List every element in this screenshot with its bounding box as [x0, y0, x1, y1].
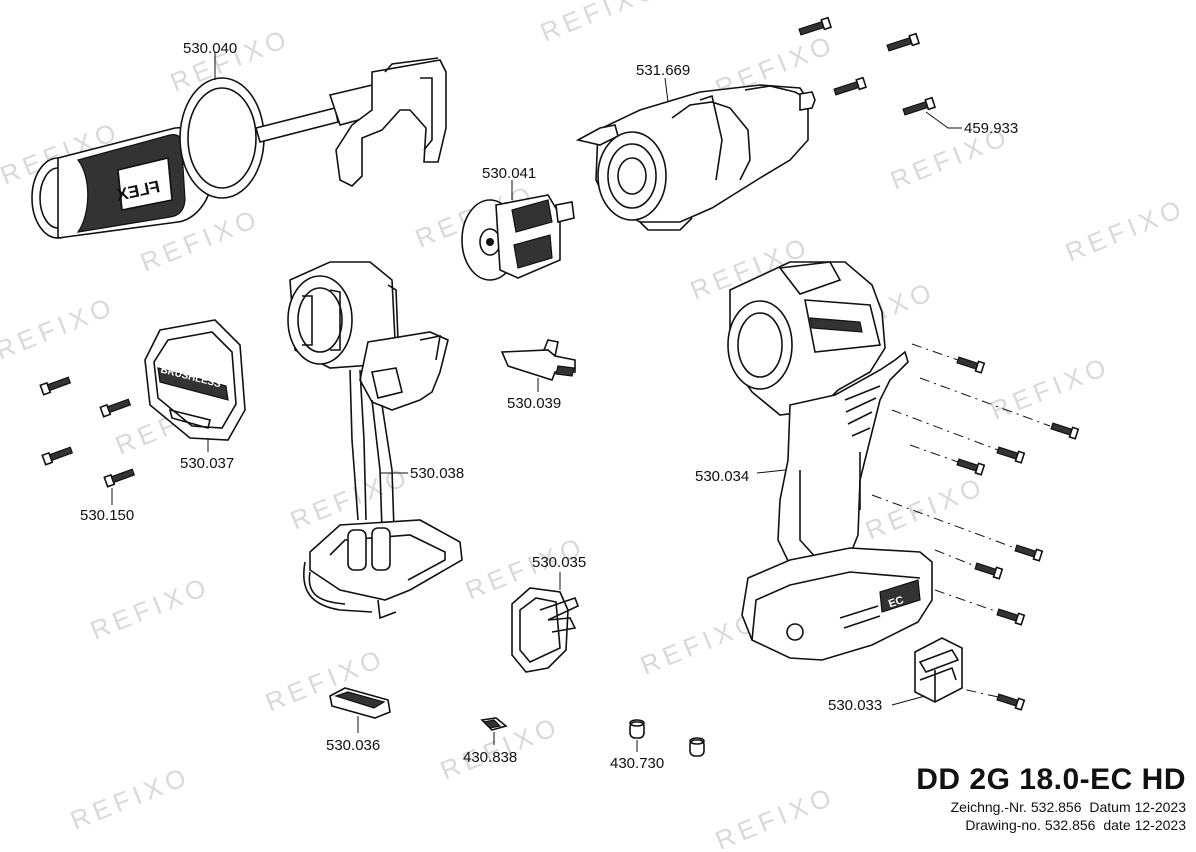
watermark: REFIXO	[0, 290, 120, 365]
date-label-en: date	[1103, 817, 1131, 833]
ec-badge: EC	[887, 594, 905, 610]
watermark: REFIXO	[1061, 192, 1190, 267]
watermark: REFIXO	[986, 350, 1115, 425]
label-430-838: 430.838	[463, 749, 517, 766]
label-530-036: 530.036	[326, 737, 380, 754]
drawing-number-de: 532.856	[1030, 799, 1082, 815]
housing-screws	[871, 343, 1080, 711]
model-title: DD 2G 18.0-EC HD	[916, 763, 1186, 796]
gearbox	[575, 84, 816, 231]
watermark: REFIXO	[86, 570, 215, 645]
label-530-038: 530.038	[410, 465, 464, 482]
date-en: 12-2023	[1134, 817, 1186, 833]
date-label-de: Datum	[1089, 799, 1131, 815]
date-de: 12-2023	[1134, 799, 1186, 815]
label-530-034: 530.034	[695, 468, 749, 485]
watermark: REFIXO	[711, 780, 840, 852]
sleeves	[629, 719, 705, 757]
bit-holder	[914, 637, 963, 703]
drawing-label-en: Drawing-no.	[965, 817, 1041, 833]
stator-electronics	[287, 261, 463, 620]
led-lens	[329, 687, 391, 719]
drawing-number-en: 532.856	[1044, 817, 1096, 833]
belt-clip	[511, 587, 580, 673]
label-530-035: 530.035	[532, 554, 586, 571]
side-handle: FLEX	[31, 57, 447, 239]
title-block: DD 2G 18.0-EC HD Zeichng.-Nr.532.856 Dat…	[916, 762, 1186, 834]
housing: EC	[727, 261, 933, 661]
label-459-933: 459.933	[964, 120, 1018, 137]
watermark: REFIXO	[861, 470, 990, 545]
cover-screws	[39, 376, 136, 488]
direction-switch	[500, 339, 576, 381]
brushless-cover: BRUSHLESS	[144, 319, 246, 441]
gearbox-screws	[798, 16, 937, 116]
label-430-730: 430.730	[610, 755, 664, 772]
label-530-040: 530.040	[183, 40, 237, 57]
label-530-041: 530.041	[482, 165, 536, 182]
label-531-669: 531.669	[636, 62, 690, 79]
watermark: REFIXO	[536, 0, 665, 48]
label-530-039: 530.039	[507, 395, 561, 412]
label-530-033: 530.033	[828, 697, 882, 714]
label-530-150: 530.150	[80, 507, 134, 524]
clip	[480, 717, 508, 731]
watermark: REFIXO	[66, 760, 195, 835]
rotor	[461, 194, 575, 281]
drawing-label-de: Zeichng.-Nr.	[950, 799, 1027, 815]
label-530-037: 530.037	[180, 455, 234, 472]
